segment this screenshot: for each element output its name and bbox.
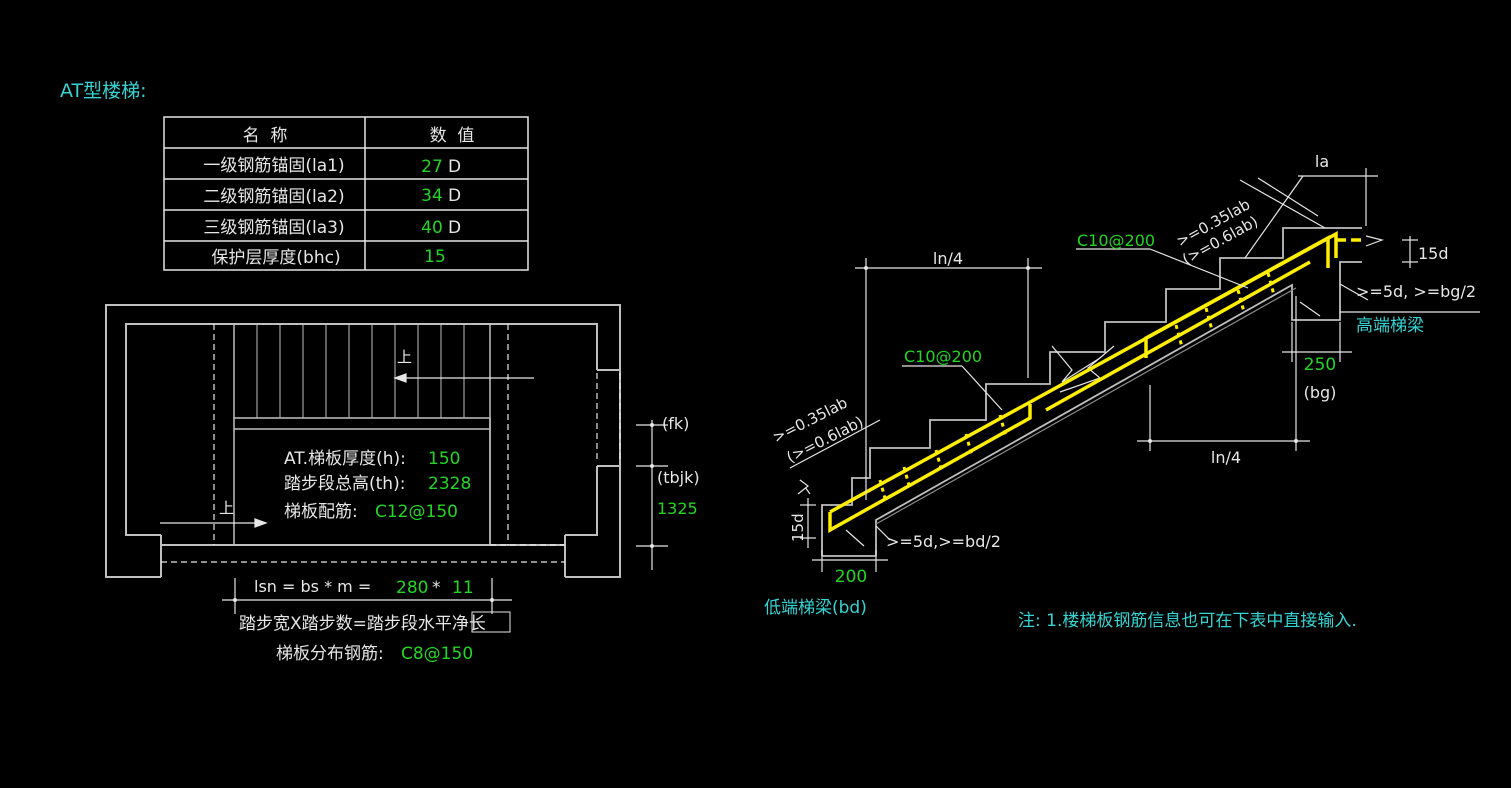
low-beam-label: 低端梯梁(bd) [764, 598, 867, 618]
lsn-dots [233, 598, 494, 602]
lsn-dimension [222, 578, 512, 614]
low-anchor-rule: >=5d,>=bd/2 [886, 532, 1001, 551]
high-anchor-dimension [1239, 177, 1326, 229]
table-row-name: 保护层厚度(bhc) [211, 248, 340, 268]
d15-high-label: 15d [1418, 244, 1449, 263]
formula-caption: 踏步宽X踏步数=踏步段水平净长 [239, 614, 486, 634]
anchorage-table [163, 116, 529, 271]
table-row-name: 二级钢筋锚固(la2) [203, 187, 344, 207]
thickness-label: AT.梯板厚度(h): [284, 449, 406, 469]
ln4-bottom-dimension [1137, 296, 1310, 451]
bg-value[interactable]: 250 [1304, 355, 1336, 375]
up-arrow-bottom [160, 518, 268, 528]
high-beam-label: 高端梯梁 [1356, 316, 1424, 336]
d15-high-dimension [1365, 235, 1418, 268]
table-row-value[interactable]: 40 [421, 218, 443, 238]
table-row-value[interactable]: 27 [421, 157, 443, 177]
high-anchor-rule: >=5d, >=bg/2 [1356, 282, 1476, 301]
la-dimension [1244, 168, 1378, 259]
times-sign: * [432, 578, 441, 598]
ln4-top-label: ln/4 [933, 249, 963, 268]
bd-value[interactable]: 200 [835, 567, 867, 587]
table-row-unit: D [448, 157, 461, 177]
up-arrow-top [393, 373, 534, 383]
lsn-formula: lsn = bs * m = [254, 577, 371, 596]
bs-value[interactable]: 280 [396, 578, 428, 598]
low-beam-rule-dimension [845, 525, 891, 547]
dist-rebar-value[interactable]: C8@150 [401, 644, 473, 664]
top-rebar-label[interactable]: C10@200 [1077, 231, 1155, 250]
table-row-unit: D [448, 186, 461, 206]
rebar-label: 梯板配筋: [284, 502, 358, 522]
bg-dimension [1282, 322, 1352, 362]
stair-plan [105, 304, 621, 578]
page-title: AT型楼梯: [60, 80, 147, 102]
stair-treads [256, 324, 465, 418]
tbjk-label: (tbjk) [657, 468, 700, 487]
table-row-name: 三级钢筋锚固(la3) [203, 218, 344, 238]
note-text: 注: 1.楼梯板钢筋信息也可在下表中直接输入. [1018, 611, 1357, 631]
bottom-rebar-label[interactable]: C10@200 [904, 347, 982, 366]
rebar-distribution [878, 272, 1276, 503]
height-value[interactable]: 2328 [428, 474, 471, 494]
table-row-name: 一级钢筋锚固(la1) [203, 156, 344, 176]
m-value[interactable]: 11 [452, 578, 474, 598]
table-row-unit: D [448, 218, 461, 238]
ln4-bottom-dots [1148, 439, 1298, 443]
table-row-value[interactable]: 34 [421, 186, 443, 206]
la-label: la [1315, 152, 1329, 171]
break-symbol [1051, 345, 1115, 393]
ln4-top-dimension [855, 258, 1042, 500]
stair-section-profile [821, 227, 1362, 557]
up-label-top: 上 [397, 348, 412, 366]
bd-dimension [812, 550, 888, 572]
table-header-value: 数 值 [430, 126, 475, 146]
thickness-value[interactable]: 150 [428, 449, 460, 469]
plan-dim-dots [650, 423, 654, 548]
plan-dashed-lines [161, 324, 621, 563]
width-value[interactable]: 1325 [657, 499, 698, 518]
d15-low-label: 15d [789, 513, 807, 542]
up-label-bottom: 上 [219, 499, 234, 517]
ln4-top-dots [864, 266, 1030, 270]
dist-rebar-label: 梯板分布钢筋: [276, 644, 384, 664]
table-header-name: 名 称 [243, 126, 288, 146]
bg-label: (bg) [1304, 383, 1337, 402]
high-beam-rule-dimension [1299, 283, 1480, 317]
rebar-leaders [902, 248, 1249, 411]
d15-low-dimension [797, 479, 816, 548]
rebar-value[interactable]: C12@150 [375, 502, 458, 522]
caption-cursor-box [471, 611, 511, 633]
fk-label: (fk) [662, 414, 689, 433]
height-label: 踏步段总高(th): [284, 474, 405, 494]
ln4-bottom-label: ln/4 [1211, 448, 1241, 467]
table-row-value[interactable]: 15 [424, 247, 446, 267]
